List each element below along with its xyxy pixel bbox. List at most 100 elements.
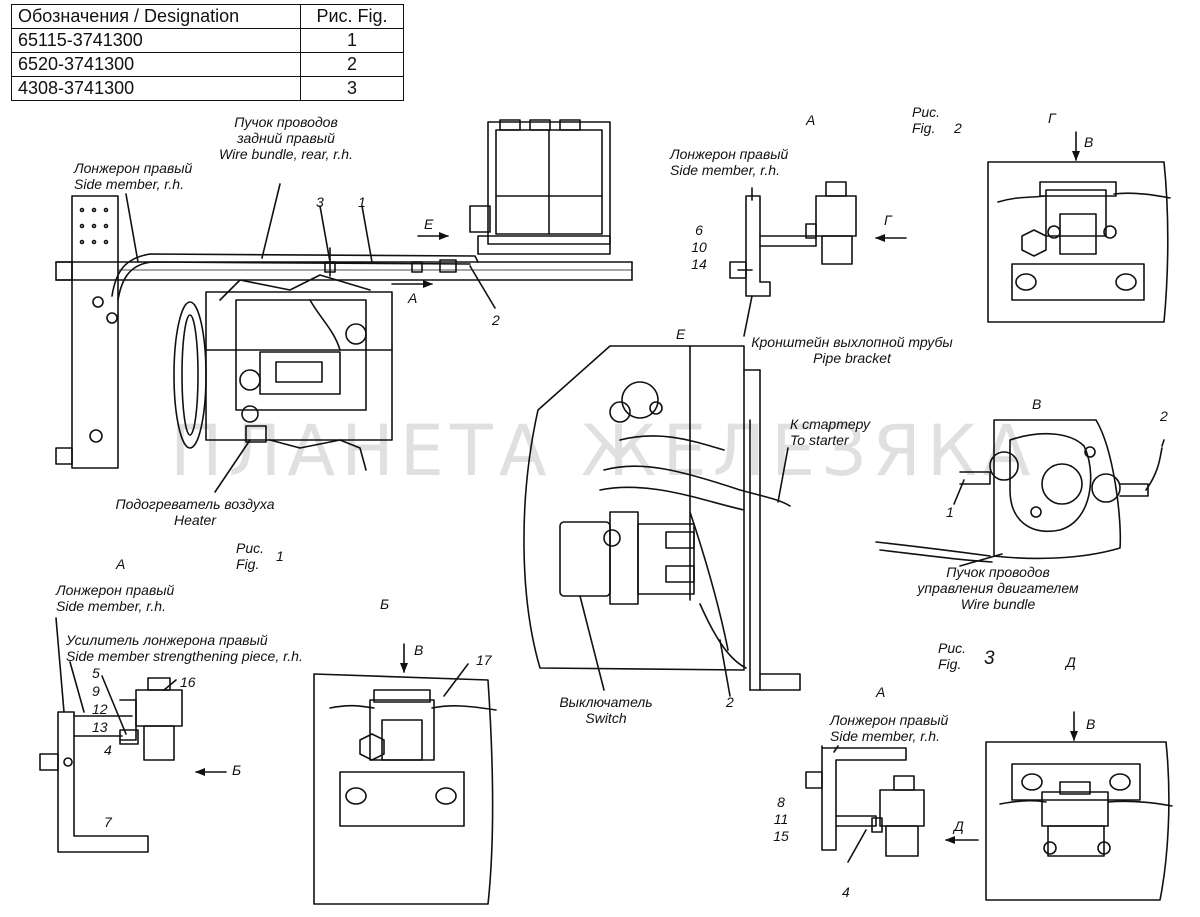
detail-v-callout-1: 1 (946, 504, 954, 520)
fig2-caption: Рис. Fig. (912, 104, 940, 136)
fig3-callout-stack: 8 11 15 (768, 794, 794, 845)
detail-a1-side-member-label: Лонжерон правый Side member, r.h. (56, 582, 174, 614)
label-en: Side member, r.h. (830, 728, 940, 744)
label-ru: Лонжерон правый (56, 582, 175, 598)
detail-b-callout-17: 17 (476, 652, 492, 668)
detail-e-switch-label: Выключатель Switch (556, 694, 656, 726)
detail-b-arrow-v-label: В (414, 642, 424, 658)
fig3-title-a: А (876, 684, 886, 700)
fig3-side-member-label: Лонжерон правый Side member, r.h. (830, 712, 948, 744)
detail-g-title: Г (1048, 110, 1056, 126)
fig3-number: 3 (984, 648, 995, 669)
detail-a1-callout-16: 16 (180, 674, 196, 690)
label-ru: Усилитель лонжерона правый (66, 632, 268, 648)
label-ru: Лонжерон правый (74, 160, 193, 176)
detail-g-drawing (988, 162, 1170, 322)
detail-a1-callout-stack: 5 9 12 13 (92, 664, 108, 736)
detail-d-drawing (986, 742, 1172, 900)
callout: 10 (691, 239, 707, 255)
label-en: Side member, r.h. (56, 598, 166, 614)
detail-e-to-starter-label: К стартеру To starter (790, 416, 870, 448)
label-en: Fig. (236, 556, 260, 572)
detail-e-drawing (524, 346, 800, 690)
fig1-number: 1 (276, 548, 284, 564)
fig2-pipe-bracket-label: Кронштейн выхлопной трубы Pipe bracket (734, 334, 970, 366)
fig1-caption: Рис. Fig. (236, 540, 264, 572)
fig2-bracket-drawing (730, 182, 856, 296)
detail-e-callout-2: 2 (726, 694, 734, 710)
label-en: Wire bundle, rear, r.h. (219, 146, 353, 162)
detail-v-callout-2: 2 (1160, 408, 1168, 424)
callout: 13 (92, 719, 108, 735)
callout: 11 (773, 811, 789, 827)
label-en: Side member strengthening piece, r.h. (66, 648, 303, 664)
detail-a1-bracket-drawing (40, 678, 182, 852)
detail-v-wire-bundle-label: Пучок проводов управления двигателем Wir… (910, 564, 1086, 612)
label-en: Pipe bracket (813, 350, 891, 366)
label-ru: К стартеру (790, 416, 870, 432)
detail-a1-callout-4: 4 (104, 742, 112, 758)
table-row: 6520-3741300 2 (11, 52, 404, 77)
fig1-heater-label: Подогреватель воздуха Heater (100, 496, 290, 528)
label-ru: Выключатель (559, 694, 653, 710)
label-ru: Рис. (938, 640, 967, 656)
label-en: Side member, r.h. (74, 176, 184, 192)
detail-g-arrow-v-label: В (1084, 134, 1094, 150)
fig1-side-member-drawing (56, 196, 632, 468)
label-en: Side member, r.h. (670, 162, 780, 178)
table-row: 4308-3741300 3 (11, 76, 404, 101)
label-ru: задний правый (237, 130, 335, 146)
fig3-title-d: Д (1066, 654, 1076, 670)
table-cell-fig: 3 (300, 76, 404, 101)
detail-a1-callout-7: 7 (104, 814, 112, 830)
fig1-callout-1: 1 (358, 194, 366, 210)
fig1-side-member-label: Лонжерон правый Side member, r.h. (74, 160, 192, 192)
table-cell-designation: 4308-3741300 (11, 76, 301, 101)
fig2-title-a: А (806, 112, 816, 128)
fig3-callout-4: 4 (842, 884, 850, 900)
fig1-wire-bundle-label: Пучок проводов задний правый Wire bundle… (196, 114, 376, 162)
table-header-fig: Рис. Fig. (300, 4, 404, 29)
detail-v-drawing (876, 420, 1162, 562)
callout: 8 (777, 794, 785, 810)
fig1-view-a: А (408, 290, 418, 306)
table-header-designation: Обозначения / Designation (11, 4, 301, 29)
detail-b-title: Б (380, 596, 390, 612)
designation-table: Обозначения / Designation Рис. Fig. 6511… (11, 4, 404, 101)
fig2-arrow-g-label: Г (884, 212, 892, 228)
label-ru: Кронштейн выхлопной трубы (751, 334, 953, 350)
detail-v-title: В (1032, 396, 1042, 412)
label-en: To starter (790, 432, 849, 448)
label-ru: Пучок проводов (234, 114, 338, 130)
label-en: Fig. (912, 120, 936, 136)
watermark: ПЛАНЕТА ЖЕЛЕЗЯКА (170, 410, 1037, 492)
label-en: Fig. (938, 656, 962, 672)
fig1-engine-drawing (174, 275, 392, 470)
detail-d-arrow-v-label: В (1086, 716, 1096, 732)
label-en: Wire bundle (960, 596, 1036, 612)
fig3-arrow-d-label: Д (954, 818, 964, 834)
fig3-bracket-drawing (806, 746, 924, 856)
fig2-callout-stack: 6 10 14 (686, 222, 712, 273)
detail-a1-title: А (116, 556, 126, 572)
label-ru: Пучок проводов (946, 564, 1050, 580)
label-en: Switch (585, 710, 627, 726)
callout: 6 (695, 222, 703, 238)
fig2-side-member-label: Лонжерон правый Side member, r.h. (670, 146, 788, 178)
fig1-callout-2: 2 (492, 312, 500, 328)
table-header-row: Обозначения / Designation Рис. Fig. (11, 4, 404, 29)
callout: 12 (92, 701, 108, 717)
table-cell-fig: 1 (300, 28, 404, 53)
callout: 15 (773, 828, 789, 844)
callout: 5 (92, 665, 100, 681)
label-en: Heater (173, 512, 217, 528)
label-ru: Лонжерон правый (830, 712, 949, 728)
fig1-heater-box-drawing (470, 120, 610, 254)
label-ru: управления двигателем (917, 580, 1079, 596)
fig2-number: 2 (954, 120, 962, 136)
callout: 9 (92, 683, 100, 699)
detail-a1-strengthening-label: Усилитель лонжерона правый Side member s… (66, 632, 303, 664)
callout: 14 (691, 256, 707, 272)
